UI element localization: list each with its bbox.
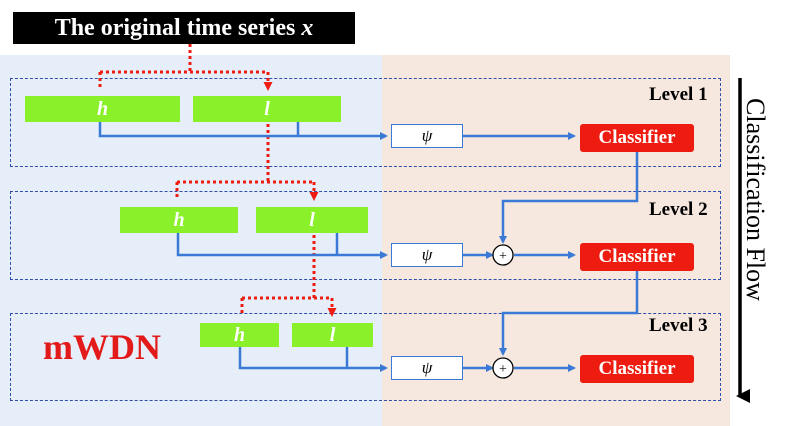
split-arrow-level-3 — [240, 235, 332, 314]
level-2-psi-box: ψ — [391, 243, 463, 267]
level-1-l-block: l — [193, 96, 341, 122]
level-1-to-level-2-feed — [499, 152, 639, 244]
diagram-title: The original time series x — [13, 12, 355, 44]
level-3-box — [10, 313, 721, 401]
level-3-h-block: h — [200, 323, 279, 347]
classification-flow-label: Classification Flow — [741, 98, 770, 301]
level-3-plus-node: + — [492, 357, 514, 379]
level-2-plus-node: + — [492, 244, 514, 266]
level-2-label: Level 2 — [649, 199, 708, 220]
title-text: The original time series — [54, 15, 302, 41]
level-2-to-level-3-feed — [499, 271, 639, 356]
level-3-classifier: Classifier — [580, 355, 694, 383]
level-1-label: Level 1 — [649, 84, 708, 105]
level-3-l-block: l — [292, 323, 373, 347]
level-2-merge-line — [176, 233, 388, 259]
level-3-label: Level 3 — [649, 315, 708, 336]
level-1-psi-box: ψ — [391, 124, 463, 148]
level-3-merge-line — [238, 347, 388, 372]
split-arrow-level-2 — [175, 124, 314, 198]
level-3-psi-box: ψ — [391, 356, 463, 380]
level-2-h-block: h — [120, 207, 238, 233]
level-2-plus-sign: + — [499, 249, 507, 264]
level-3-plus-sign: + — [499, 362, 507, 377]
level-2-l-block: l — [256, 207, 368, 233]
level-2-classifier: Classifier — [580, 243, 694, 271]
level-1-merge-line — [98, 122, 388, 140]
title-variable: x — [301, 15, 314, 41]
level-1-box — [10, 78, 721, 167]
mwdn-label: mWDN — [43, 327, 161, 367]
split-arrow-top — [98, 44, 268, 88]
level-2-box — [10, 191, 721, 280]
level-1-h-block: h — [25, 96, 180, 122]
level-1-classifier: Classifier — [580, 124, 694, 152]
